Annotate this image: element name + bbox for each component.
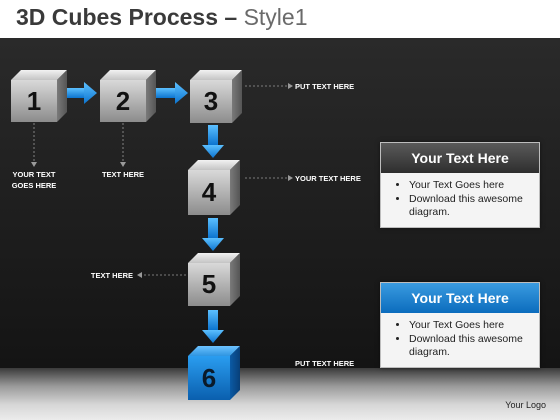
logo-text: Your Logo <box>505 400 546 410</box>
cube-4-number: 4 <box>202 177 217 207</box>
cube-5: 5 <box>188 253 240 306</box>
cube-6: 6 <box>188 346 240 400</box>
bullet: Your Text Goes here <box>409 179 531 192</box>
connector-arrowheads <box>31 83 293 278</box>
arrow-4-5 <box>202 218 224 251</box>
cube-3: 3 <box>190 70 242 123</box>
label-cube-1-line1: YOUR TEXT <box>13 170 56 179</box>
text-box-dark: Your Text Here Your Text Goes here Downl… <box>380 142 540 228</box>
text-box-blue-bullets: Your Text Goes here Download this awesom… <box>381 319 539 359</box>
title-bar: 3D Cubes Process – Style1 <box>0 0 560 38</box>
text-box-dark-bullets: Your Text Goes here Download this awesom… <box>381 179 539 219</box>
text-box-blue-title: Your Text Here <box>381 283 539 313</box>
cube-4: 4 <box>188 160 240 215</box>
bullet: Your Text Goes here <box>409 319 531 332</box>
text-box-dark-title: Your Text Here <box>381 143 539 173</box>
label-cube-6: PUT TEXT HERE <box>295 359 354 368</box>
cube-2: 2 <box>100 70 156 122</box>
cube-2-number: 2 <box>116 86 130 116</box>
cube-5-number: 5 <box>202 269 216 299</box>
arrow-1-2 <box>64 82 97 104</box>
label-cube-1-line2: GOES HERE <box>12 181 57 190</box>
bullet: Download this awesome diagram. <box>409 193 531 219</box>
cube-3-number: 3 <box>204 86 218 116</box>
reflective-floor <box>0 368 560 420</box>
arrow-5-6 <box>202 310 224 343</box>
text-box-blue: Your Text Here Your Text Goes here Downl… <box>380 282 540 368</box>
page-title: 3D Cubes Process – Style1 <box>16 4 308 30</box>
bullet: Download this awesome diagram. <box>409 333 531 359</box>
label-cube-3: PUT TEXT HERE <box>295 82 354 91</box>
label-cube-2: TEXT HERE <box>102 170 144 179</box>
cube-1-number: 1 <box>27 86 41 116</box>
arrow-3-4 <box>202 125 224 158</box>
cube-6-number: 6 <box>202 363 216 393</box>
label-cube-5: TEXT HERE <box>91 271 133 280</box>
connector-lines <box>33 85 288 276</box>
label-cube-4: YOUR TEXT HERE <box>295 174 361 183</box>
arrow-2-3 <box>155 82 188 104</box>
cube-1: 1 <box>11 70 67 122</box>
